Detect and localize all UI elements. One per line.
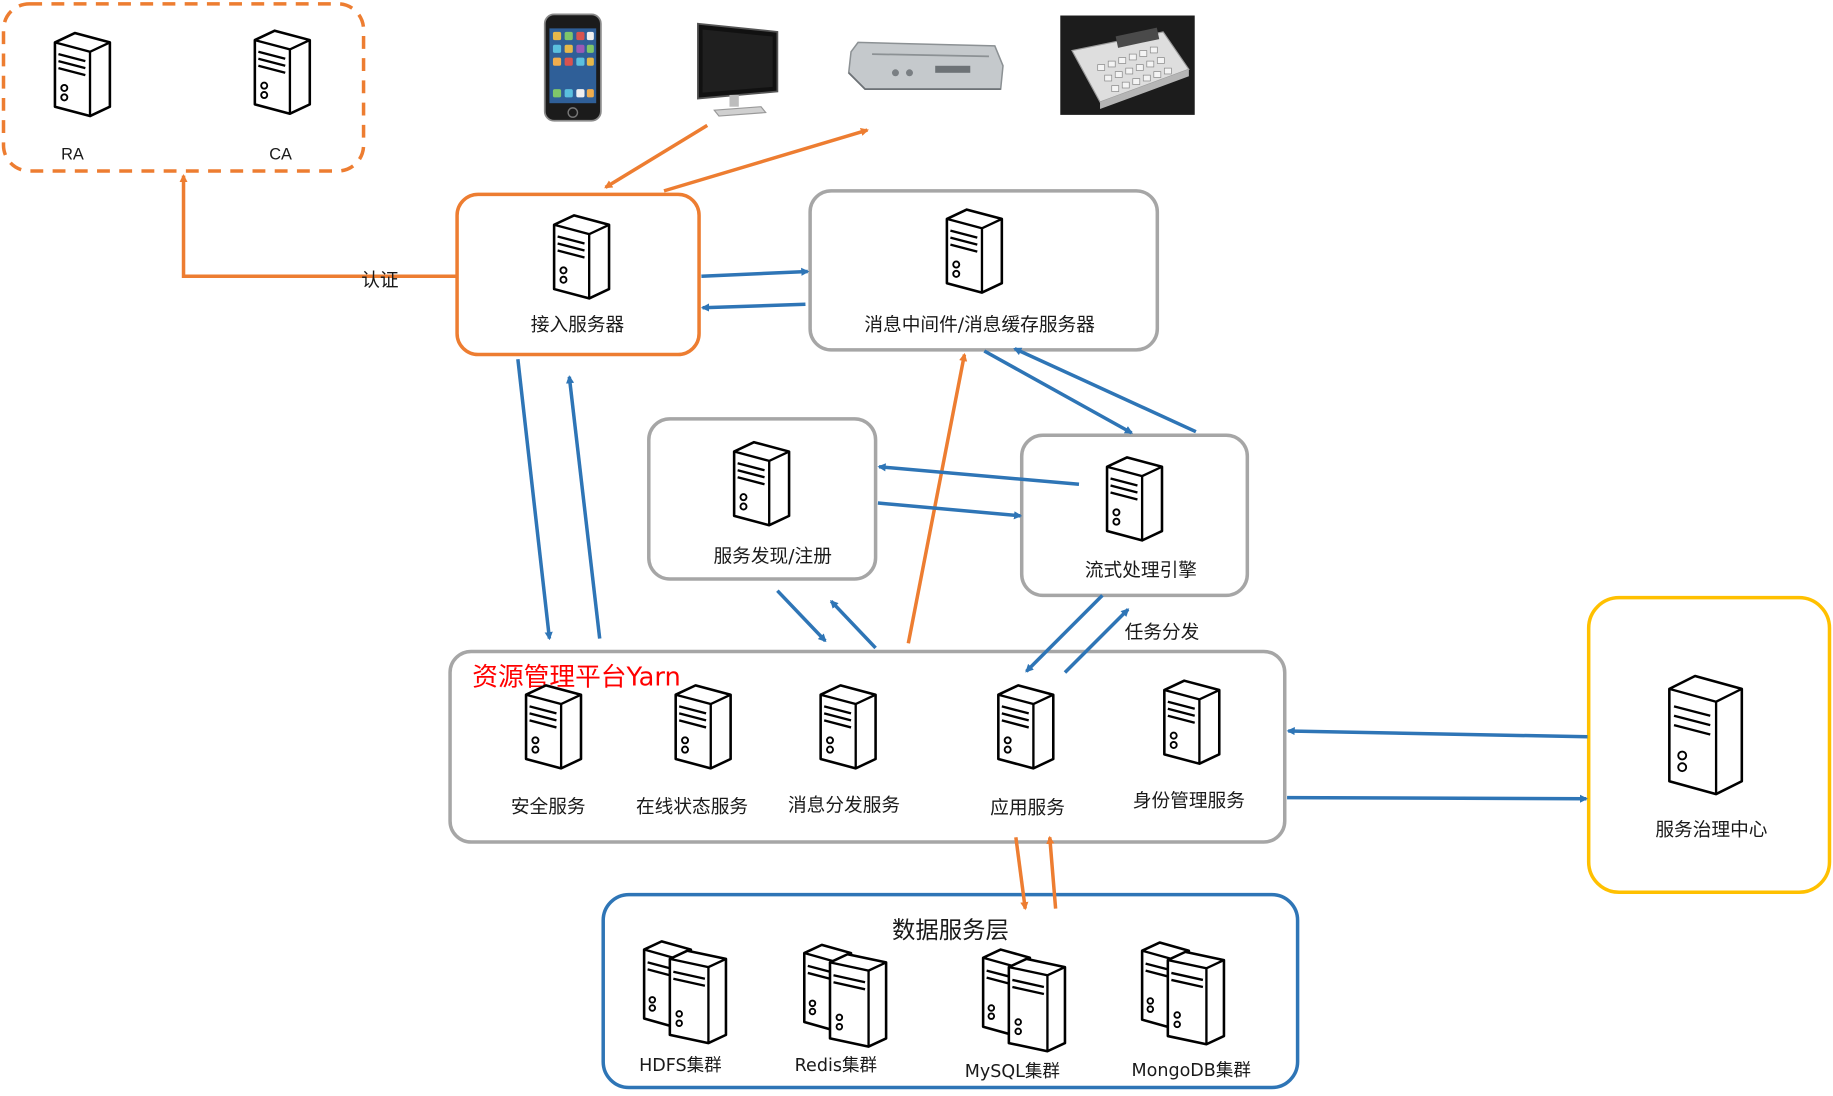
ra-label: RA <box>61 145 84 163</box>
yarn-service-dispatch[interactable]: 消息分发服务 <box>788 684 900 817</box>
access-to-yarn-arrow <box>516 359 553 641</box>
yarn-to-discovery-arrow <box>829 599 877 650</box>
discovery-to-yarn-arrow <box>776 589 827 643</box>
app-to-stream-arrow <box>1063 608 1130 674</box>
ca-group-box <box>1 2 366 173</box>
task-dispatch-label: 任务分发 <box>1125 623 1200 644</box>
access-server-label: 接入服务器 <box>531 315 625 336</box>
stream-to-app-arrow <box>1025 594 1104 673</box>
stream-to-discovery-arrow <box>877 463 1080 487</box>
mq-to-stream-arrow <box>983 349 1134 435</box>
pos-terminal-icon <box>1060 15 1195 115</box>
smartphone-icon <box>543 13 602 122</box>
data-layer-box <box>601 892 1300 1090</box>
governance-label: 服务治理中心 <box>1655 820 1767 841</box>
yarn-to-access-arrow <box>565 375 602 639</box>
access-to-client-arrow <box>663 128 869 193</box>
auth-label: 认证 <box>361 271 398 292</box>
mq-server-icon <box>945 208 1004 294</box>
cluster-mongodb[interactable]: MongoDB集群 <box>1132 941 1251 1081</box>
yarn-service-application[interactable]: 应用服务 <box>990 684 1065 819</box>
application-service-label: 应用服务 <box>990 798 1065 819</box>
security-service-icon <box>524 684 583 770</box>
identity-service-label: 身份管理服务 <box>1133 791 1245 812</box>
ca-server-icon <box>253 29 312 116</box>
data-layer-title: 数据服务层 <box>892 916 1009 944</box>
security-service-label: 安全服务 <box>511 797 586 818</box>
client-to-access-arrow <box>604 123 709 189</box>
yarn-service-security[interactable]: 安全服务 <box>511 684 586 818</box>
access-to-mq-arrow <box>701 267 810 278</box>
governance-server-icon <box>1668 674 1744 796</box>
mysql-cluster-label: MySQL集群 <box>965 1062 1060 1082</box>
yarn-service-identity[interactable]: 身份管理服务 <box>1133 679 1245 812</box>
stream-label: 流式处理引擎 <box>1085 561 1197 582</box>
set-top-box-icon <box>847 41 1004 91</box>
ra-server-icon <box>53 31 112 118</box>
yarn-title: 资源管理平台Yarn <box>472 662 681 692</box>
auth-arrow <box>179 174 458 278</box>
cluster-redis[interactable]: Redis集群 <box>795 943 888 1076</box>
presence-service-icon <box>674 684 732 770</box>
application-service-icon <box>997 684 1055 770</box>
yarn-service-presence[interactable]: 在线状态服务 <box>636 684 748 818</box>
yarn-to-mq-arrow <box>906 352 968 644</box>
presence-service-label: 在线状态服务 <box>636 797 748 818</box>
mq-server-label: 消息中间件/消息缓存服务器 <box>864 315 1095 336</box>
discovery-to-stream-arrow <box>877 501 1023 520</box>
access-server-icon <box>552 214 611 300</box>
monitor-icon <box>697 22 779 117</box>
cluster-hdfs[interactable]: HDFS集群 <box>639 940 728 1076</box>
discovery-label: 服务发现/注册 <box>714 547 832 568</box>
hdfs-cluster-label: HDFS集群 <box>639 1056 722 1076</box>
governance-to-yarn-arrow <box>1286 726 1588 739</box>
stream-to-mq-arrow <box>1013 347 1197 434</box>
app-to-data-arrow <box>1014 837 1029 911</box>
identity-service-icon <box>1163 679 1221 765</box>
yarn-to-governance-arrow <box>1287 794 1588 803</box>
stream-server-icon <box>1105 456 1164 542</box>
ca-label: CA <box>269 145 292 163</box>
cluster-mysql[interactable]: MySQL集群 <box>965 948 1067 1082</box>
dispatch-service-icon <box>819 684 877 770</box>
mq-to-access-arrow <box>700 302 806 312</box>
dispatch-service-label: 消息分发服务 <box>788 796 900 817</box>
data-to-app-arrow <box>1046 835 1058 909</box>
redis-cluster-label: Redis集群 <box>795 1056 877 1076</box>
discovery-server-icon <box>732 440 791 527</box>
mongodb-cluster-label: MongoDB集群 <box>1132 1061 1251 1081</box>
